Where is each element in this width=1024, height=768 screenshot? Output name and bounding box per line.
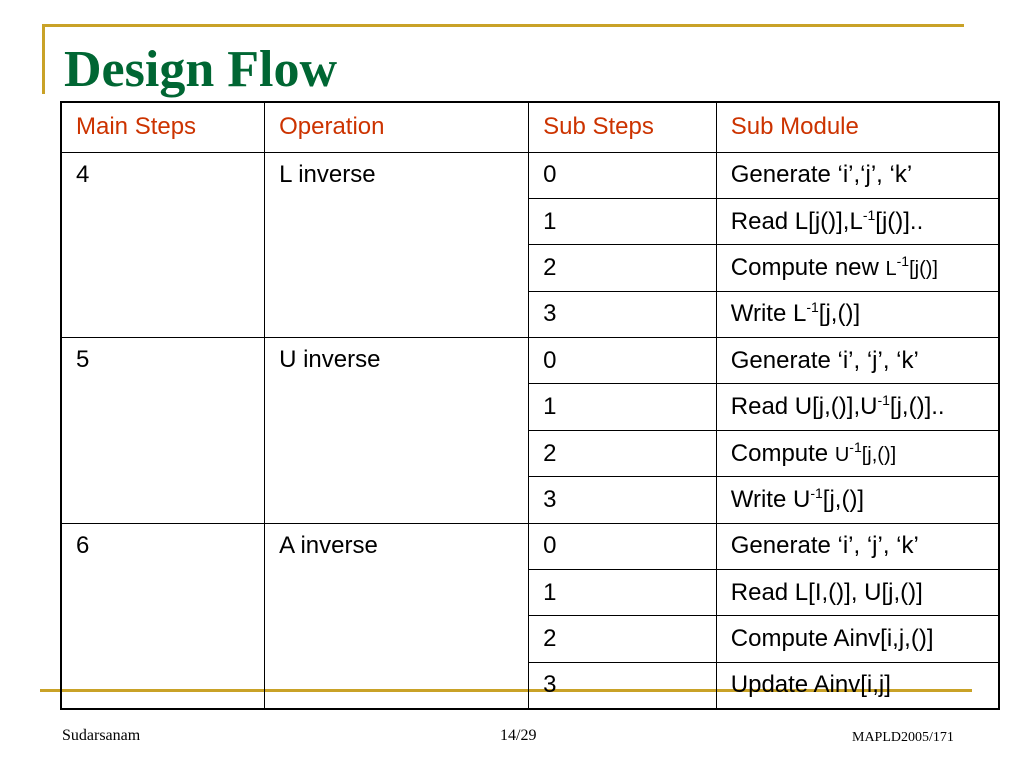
- accent-vertical-line: [42, 24, 45, 94]
- sub-module-pre: Compute: [730, 439, 835, 467]
- sub-module-cell: Read L[I,()], U[j,()]: [715, 569, 1000, 617]
- sub-module-sup: -1: [862, 206, 876, 223]
- sub-step-cell: 3: [528, 476, 717, 524]
- sub-module-cell: Compute Ainv[i,j,()]: [715, 615, 1000, 663]
- sub-module-sup: -1: [896, 252, 910, 269]
- sub-module-pre: Generate ‘i’, ‘j’, ‘k’: [730, 346, 919, 374]
- sub-module-cell: Read L[j()],L-1[j()]..: [715, 197, 1000, 246]
- sub-module-sup: -1: [849, 438, 862, 455]
- sub-module-sup: -1: [810, 484, 823, 501]
- sub-step-cell: 3: [528, 290, 717, 339]
- main-step-cell: 4: [60, 151, 266, 339]
- sub-step-cell: 1: [528, 197, 717, 246]
- table-row: 1 Read L[I,()], U[j,()]: [61, 569, 1000, 617]
- sub-step-cell: 0: [528, 151, 717, 199]
- sub-module-small: L: [885, 257, 897, 280]
- sub-module-small: U: [834, 443, 850, 466]
- slide-title: Design Flow: [64, 41, 337, 98]
- sub-module-cell: Update Ainv[i,j]: [715, 661, 1000, 710]
- sub-module-pre: Write U: [730, 485, 811, 513]
- sub-module-pre: Generate ‘i’,‘j’, ‘k’: [730, 161, 913, 189]
- sub-module-cell: Write L-1[j,()]: [715, 290, 1000, 339]
- sub-module-post: [j,()]: [822, 485, 865, 513]
- footer-author: Sudarsanam: [62, 727, 141, 744]
- sub-module-post: [j()]..: [875, 207, 924, 235]
- footer-page-number: 14/29: [500, 727, 537, 744]
- sub-step-cell: 2: [528, 429, 717, 478]
- sub-step-cell: 2: [528, 615, 717, 663]
- sub-step-cell: 2: [528, 244, 717, 292]
- footer-conference-id: MAPLD2005/171: [852, 730, 954, 745]
- sub-module-pre: Generate ‘i’, ‘j’, ‘k’: [730, 532, 919, 560]
- header-operation: Operation: [264, 101, 530, 153]
- sub-step-cell: 1: [528, 383, 717, 431]
- sub-module-pre: Read U[j,()],U: [730, 393, 878, 421]
- sub-module-pre: Compute Ainv[i,j,()]: [730, 625, 934, 653]
- sub-module-cell: Generate ‘i’, ‘j’, ‘k’: [715, 522, 1000, 571]
- main-step-cell: 6: [60, 522, 266, 710]
- table-row: 2 Compute Ainv[i,j,()]: [61, 615, 1000, 663]
- operation-cell: U inverse: [264, 337, 530, 524]
- sub-module-cell: Generate ‘i’, ‘j’, ‘k’: [715, 337, 1000, 385]
- sub-module-cell: Compute new L-1[j()]: [715, 244, 1000, 292]
- main-step-cell: 5: [60, 337, 266, 524]
- sub-module-pre: Update Ainv[i,j]: [730, 671, 891, 699]
- sub-step-cell: 0: [528, 522, 717, 571]
- accent-top-line: [42, 24, 964, 27]
- sub-step-cell: 0: [528, 337, 717, 385]
- design-flow-table: Main Steps Operation Sub Steps Sub Modul…: [60, 101, 1000, 710]
- operation-cell: L inverse: [264, 151, 530, 339]
- header-main-steps: Main Steps: [60, 101, 266, 153]
- sub-module-pre: Read L[I,()], U[j,()]: [730, 578, 923, 606]
- table-row: 3 Update Ainv[i,j]: [61, 661, 1000, 710]
- sub-step-cell: 3: [528, 661, 717, 710]
- sub-module-cell: Generate ‘i’,‘j’, ‘k’: [715, 151, 1000, 199]
- header-sub-steps: Sub Steps: [528, 101, 717, 153]
- sub-module-post-small: [j,()]: [861, 443, 897, 466]
- sub-module-post: [j,()]..: [889, 393, 945, 421]
- sub-module-post: [j,()]: [818, 300, 861, 328]
- header-sub-module: Sub Module: [715, 101, 1000, 153]
- sub-module-sup: -1: [806, 299, 819, 316]
- sub-module-cell: Read U[j,()],U-1[j,()]..: [715, 383, 1000, 431]
- table-header-row: Main Steps Operation Sub Steps Sub Modul…: [60, 101, 1000, 153]
- sub-module-sup: -1: [877, 392, 890, 409]
- sub-module-pre: Write L: [730, 300, 807, 328]
- sub-step-cell: 1: [528, 569, 717, 617]
- sub-module-post-small: [j()]: [909, 257, 938, 280]
- sub-module-pre: Compute new: [730, 253, 886, 281]
- sub-module-cell: Compute U-1[j,()]: [715, 429, 1000, 478]
- sub-module-cell: Write U-1[j,()]: [715, 476, 1000, 524]
- sub-module-pre: Read L[j()],L: [730, 207, 863, 235]
- operation-cell: A inverse: [264, 522, 530, 710]
